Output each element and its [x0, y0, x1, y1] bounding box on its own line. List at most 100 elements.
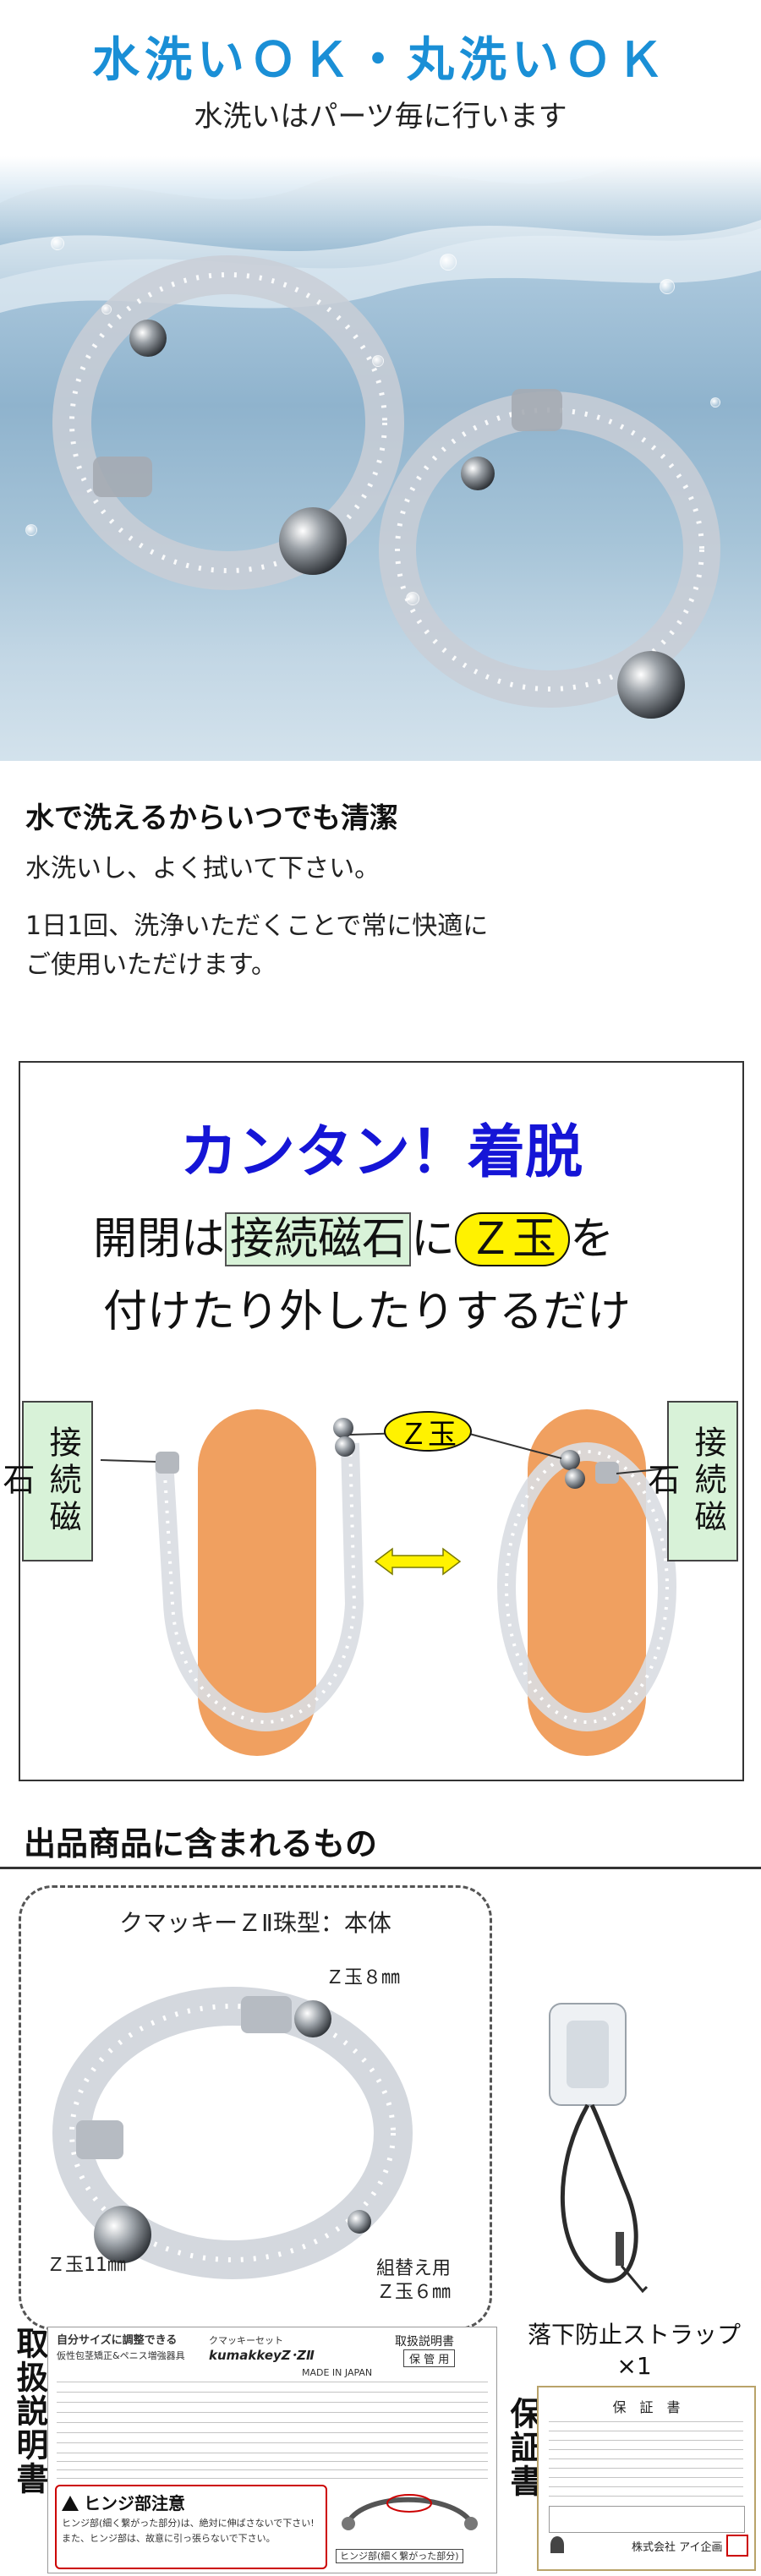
hinge-warning-box: ヒンジ部注意 ヒンジ部(細く繋がった部分)は、絶対に伸ばさないで下さい! また、… — [55, 2485, 327, 2569]
main-ring-connector-left — [76, 2120, 123, 2159]
water-rings-illustration — [0, 157, 761, 719]
hinge-highlight-circle — [386, 2494, 432, 2513]
ring-right-connector — [512, 389, 562, 431]
clean-line-2a: 1日1回、洗浄いただくことで常に快適に — [25, 911, 489, 941]
manual-sub-right: 保 管 用 — [403, 2349, 456, 2367]
hinge-text-a: ヒンジ部(細く繋がった部分)は、絶対に伸ばさないで下さい! — [62, 2518, 315, 2529]
hinge-caption: ヒンジ部(細く繋がった部分) — [336, 2549, 463, 2563]
warranty-company: 株式会社 アイ企画 — [632, 2541, 723, 2554]
manual-made-in: MADE IN JAPAN — [302, 2367, 373, 2378]
ring-closed-right-beads — [505, 1450, 669, 1724]
manual-top-left-b: 仮性包茎矯正&ペニス増強器具 — [57, 2350, 185, 2361]
hinge-title-text: ヒンジ部注意 — [84, 2493, 185, 2513]
manual-body-text-lines — [57, 2382, 488, 2454]
magnet-label-left: 接続磁石 — [0, 1401, 93, 1561]
main-body-caption: クマッキーＺⅡ珠型：本体 — [119, 1909, 391, 1937]
magnet-highlight: 接続磁石 — [225, 1212, 412, 1266]
water-ok-headline: 水洗いＯＫ・丸洗いＯＫ — [92, 33, 669, 88]
ring-left-small-ball — [129, 320, 167, 357]
magnet-connector-right — [595, 1462, 619, 1484]
main-ring-beads — [69, 2004, 396, 2262]
line1-mid: に — [411, 1214, 456, 1265]
easy-attach-title: カンタン！着脱 — [179, 1119, 583, 1186]
double-arrow-icon — [374, 1547, 462, 1576]
bubble — [660, 279, 675, 294]
manual-tag: 取扱説明書 — [11, 2327, 48, 2496]
magnet-label-right: 接続磁石 — [643, 1401, 738, 1561]
manual-top-left-a: 自分サイズに調整できる — [57, 2334, 178, 2347]
ring-open-left — [155, 1442, 364, 1732]
swap-label-b: Ｚ玉６㎜ — [376, 2282, 452, 2303]
warranty-tag: 保証書 — [505, 2397, 542, 2498]
z-ball-6mm — [348, 2210, 371, 2234]
left-label-leader — [100, 1459, 156, 1463]
bubble — [372, 355, 384, 367]
clean-line-1: 水洗いし、よく拭いて下さい。 — [25, 854, 380, 883]
strap-case-inner — [567, 2021, 609, 2088]
strap-cord — [560, 2103, 638, 2283]
warning-triangle-icon — [62, 2496, 79, 2511]
hinge-text-b: また、ヒンジ部は、故意に引っ張らないで下さい。 — [62, 2533, 276, 2544]
warranty-title: 保 証 書 — [612, 2399, 681, 2415]
main-ring-connector-top — [241, 1996, 292, 2033]
manual-brand-jp: クマッキーセット — [209, 2335, 283, 2346]
main-body-ring-illustration — [52, 1987, 413, 2279]
bubble — [406, 592, 419, 605]
body-shape-left — [198, 1409, 316, 1756]
hinge-ball-left — [342, 2517, 355, 2530]
attach-diagram — [100, 1409, 676, 1756]
ring-left-beads — [69, 272, 387, 573]
ring-right-small-ball — [461, 457, 495, 490]
water-ok-subline: 水洗いはパーツ毎に行います — [194, 100, 567, 134]
warranty-form-box — [549, 2506, 745, 2533]
contents-divider — [0, 1867, 761, 1869]
bubble — [440, 254, 457, 271]
manual-brand: kumakkeyZ･ZⅡ — [209, 2348, 315, 2363]
warranty-text-lines — [549, 2421, 743, 2497]
hinge-ring-arc — [346, 2497, 474, 2524]
magnet-connector-left — [156, 1452, 179, 1474]
ball-leader-right — [459, 1430, 562, 1459]
z-ball-highlight: Ｚ玉 — [455, 1212, 571, 1266]
contents-title: 出品商品に含まれるもの — [24, 1825, 378, 1862]
z-ball-right-top — [560, 1450, 580, 1470]
body-shape-right — [528, 1409, 646, 1756]
strap-label-a: 落下防止ストラップ — [527, 2321, 741, 2349]
strap-label-b: ×1 — [616, 2352, 652, 2380]
strap-stopper — [616, 2232, 624, 2266]
ring-right-large-ball — [617, 651, 685, 719]
line1-prefix: 開閉は — [93, 1214, 226, 1265]
z-ball-callout: Ｚ玉 — [384, 1411, 472, 1452]
hinge-warning-title: ヒンジ部注意 — [62, 2490, 185, 2514]
manual-body-text-lines-2 — [57, 2461, 488, 2480]
company-logo-icon — [550, 2536, 564, 2553]
bubble — [710, 397, 720, 407]
strap-tail — [620, 2265, 649, 2294]
z-ball-8mm — [294, 2000, 331, 2037]
ring-left-large-ball — [279, 507, 347, 575]
ring-right-body — [379, 391, 720, 708]
ring-left-connector — [93, 457, 152, 497]
z-ball-left-bottom — [335, 1436, 355, 1457]
z-ball-11mm — [94, 2206, 151, 2263]
bubble — [101, 304, 112, 314]
z-ball-right-bottom — [565, 1468, 585, 1489]
clean-section-title: 水で洗えるからいつでも清潔 — [25, 801, 398, 835]
right-label-leader — [616, 1468, 668, 1474]
z11-label: Ｚ玉11㎜ — [47, 2255, 126, 2276]
z8-label: Ｚ玉８㎜ — [326, 1967, 401, 1988]
company-seal-stamp — [726, 2535, 748, 2557]
swap-label-a: 組替え用 — [376, 2258, 452, 2279]
clean-line-2b: ご使用いただけます。 — [25, 950, 276, 980]
line1-suffix: を — [570, 1214, 615, 1265]
hinge-diagram — [342, 2494, 478, 2530]
main-body-box: クマッキーＺⅡ珠型：本体 Ｚ玉８㎜ Ｚ玉11㎜ 組替え用 Ｚ玉６㎜ — [19, 1885, 492, 2330]
strap-illustration — [549, 2003, 649, 2294]
easy-attach-line-2: 付けたり外したりするだけ — [103, 1287, 632, 1337]
water-hero-section: 水洗いＯＫ・丸洗いＯＫ 水洗いはパーツ毎に行います — [0, 0, 761, 761]
manual-document: 自分サイズに調整できる 仮性包茎矯正&ペニス増強器具 クマッキーセット kuma… — [47, 2327, 497, 2573]
hinge-ball-right — [464, 2517, 478, 2530]
bubble — [51, 237, 64, 250]
